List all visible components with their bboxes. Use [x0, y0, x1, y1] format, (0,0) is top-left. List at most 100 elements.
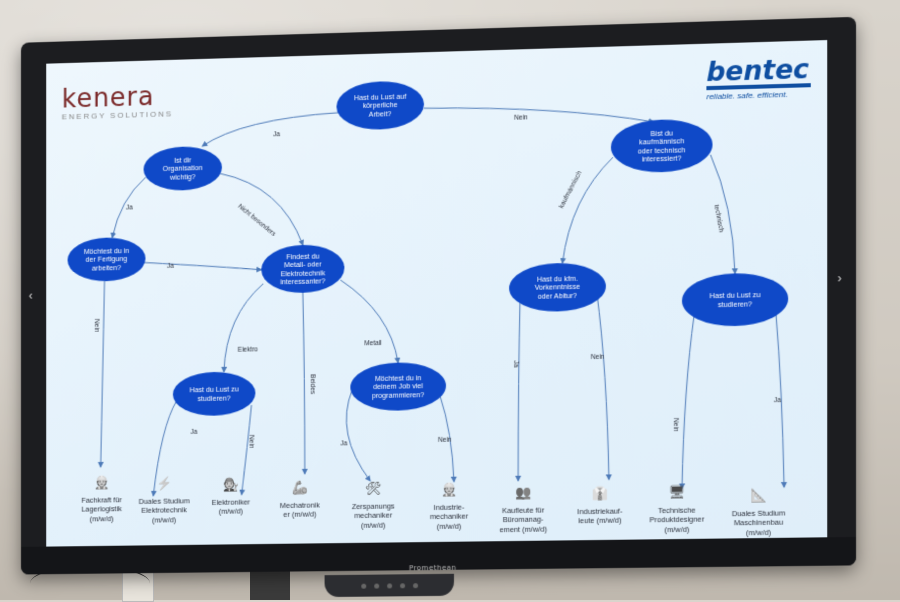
screen: kenera ENERGY SOLUTIONS bentec reliable.… — [46, 40, 827, 547]
question-node: Hast du Lust zustudieren? — [681, 272, 789, 328]
flow-arrow — [340, 279, 398, 364]
question-node: Bist dukaufmännischoder technischinteres… — [610, 118, 713, 174]
flow-arrow — [597, 292, 609, 479]
worker-icon: 👷 — [93, 474, 110, 490]
edge-label: Ja — [126, 204, 133, 211]
control-button[interactable] — [399, 582, 405, 588]
worker-icon: 👷 — [440, 481, 458, 497]
question-ellipse — [67, 236, 146, 282]
question-node: Hast du Lust aufkörperlicheArbeit? — [336, 80, 425, 131]
usb-icon: ⚡ — [156, 475, 173, 491]
flow-arrow — [101, 281, 105, 467]
job-label: Elektroniker (m/w/d) — [211, 497, 251, 517]
edge-label: Ja — [340, 440, 347, 447]
flow-arrow — [424, 102, 654, 128]
question-node: Möchtest du inder Fertigungarbeiten? — [67, 236, 146, 282]
question-text: Hast du kfm.Vorkenntnisseoder Abitur? — [535, 275, 581, 301]
flow-arrow — [144, 260, 262, 273]
job-result: 🦾 Mechatronik er (m/w/d) — [263, 479, 336, 519]
flow-arrow — [562, 157, 613, 263]
job-result: 🛠 Zerspanungs mechaniker (m/w/d) — [336, 480, 410, 530]
flow-arrow — [224, 284, 263, 372]
edge-label: Nein — [248, 435, 255, 449]
edge-label: Beides — [309, 374, 316, 395]
question-ellipse — [509, 262, 606, 313]
edge-label: Metall — [364, 340, 382, 347]
edge-label: Ja — [512, 360, 519, 367]
control-button[interactable] — [386, 582, 392, 588]
question-text: Findest duMetall- oderElektrotechnikinte… — [280, 252, 325, 286]
meeting-icon: 👥 — [515, 484, 532, 500]
robot-arm-icon: 🦾 — [291, 479, 308, 495]
edge-label: Nein — [438, 437, 452, 444]
job-label: Industriekauf- leute (m/w/d) — [577, 506, 623, 526]
businessman-icon: 👔 — [591, 485, 609, 501]
question-node: Hast du kfm.Vorkenntnisseoder Abitur? — [509, 262, 606, 313]
question-text: Hast du Lust zustudieren? — [190, 386, 239, 403]
question-ellipse — [610, 118, 713, 174]
monitor-stand — [250, 568, 290, 600]
question-ellipse — [681, 272, 789, 328]
job-result: 👷 Industrie- mechaniker (m/w/d) — [412, 481, 486, 531]
question-ellipse — [350, 361, 446, 412]
edge-label: Ja — [774, 397, 782, 404]
monitor-brand: Promethean — [409, 563, 457, 573]
monitor-design-icon: 🖥 — [668, 484, 686, 500]
edge-label: Elektro — [238, 346, 259, 353]
right-chevron-icon[interactable]: › — [837, 271, 842, 286]
edge-label: Nein — [672, 418, 679, 432]
question-text: Bist dukaufmännischoder technischinteres… — [638, 129, 686, 164]
job-label: Mechatronik er (m/w/d) — [279, 500, 320, 520]
question-node: Hast du Lust zustudieren? — [172, 371, 256, 417]
engineer-icon: 🧑‍🔧 — [222, 476, 239, 492]
job-label: Duales Studium Elektrotechnik (m/w/d) — [138, 496, 190, 525]
question-node: Möchtest du indeinem Job vielprogrammier… — [350, 361, 446, 412]
job-label: Fachkraft für Lagerlogistik (m/w/d) — [81, 495, 122, 523]
job-label: Industrie- mechaniker (m/w/d) — [429, 502, 469, 531]
flow-arrow — [220, 171, 303, 247]
job-label: Technische Produktdesigner (m/w/d) — [649, 505, 705, 534]
job-result: 👷 Fachkraft für Lagerlogistik (m/w/d) — [66, 474, 138, 523]
left-chevron-icon[interactable]: ‹ — [28, 288, 33, 303]
edge-label: Nein — [591, 354, 605, 361]
control-button[interactable] — [412, 582, 418, 588]
job-result: 👔 Industriekauf- leute (m/w/d) — [562, 485, 637, 526]
edge-label: Ja — [167, 263, 174, 270]
question-ellipse — [143, 145, 222, 192]
question-text: Hast du Lust zustudieren? — [710, 291, 761, 309]
question-node: Findest duMetall- oderElektrotechnikinte… — [261, 244, 345, 294]
job-label: Zerspanungs mechaniker (m/w/d) — [351, 501, 395, 530]
question-ellipse — [261, 244, 345, 294]
job-label: Duales Studium Maschinenbau (m/w/d) — [731, 508, 786, 537]
control-button[interactable] — [360, 583, 366, 589]
question-text: Hast du Lust aufkörperlicheArbeit? — [354, 93, 406, 119]
job-result: 👥 Kaufleute für Büromanag- ement (m/w/d) — [486, 484, 560, 534]
question-text: Ist dirOrganisationwichtig? — [163, 156, 203, 182]
edge-label: Ja — [191, 429, 198, 436]
edge-label: Nein — [93, 319, 100, 333]
display-monitor: ‹ › kenera ENERGY SOLUTIONS bentec relia… — [21, 17, 856, 575]
job-result: 🖥 Technische Produktdesigner (m/w/d) — [639, 484, 714, 534]
edge-label: Nicht besonders — [236, 203, 277, 238]
question-ellipse — [172, 371, 256, 417]
monitor-controls[interactable] — [324, 573, 454, 598]
edge-label: Ja — [273, 131, 280, 138]
flow-arrow — [202, 113, 338, 147]
job-result: ⚡ Duales Studium Elektrotechnik (m/w/d) — [128, 475, 200, 524]
job-result: 🧑‍🔧 Elektroniker (m/w/d) — [194, 476, 267, 516]
flow-arrow — [439, 395, 457, 483]
question-node: Ist dirOrganisationwichtig? — [143, 145, 222, 192]
question-text: Möchtest du indeinem Job vielprogrammier… — [372, 374, 425, 400]
question-text: Möchtest du inder Fertigungarbeiten? — [84, 247, 130, 273]
flow-arrow — [303, 293, 305, 474]
blueprint-icon: 📐 — [750, 487, 767, 503]
flow-arrow — [518, 294, 520, 481]
question-ellipse — [336, 80, 425, 131]
job-result: 📐 Duales Studium Maschinenbau (m/w/d) — [721, 487, 797, 537]
job-label: Kaufleute für Büromanag- ement (m/w/d) — [499, 505, 547, 534]
control-button[interactable] — [373, 583, 379, 589]
tools-icon: 🛠 — [364, 480, 382, 496]
edge-label: technisch — [713, 204, 725, 233]
flow-arrow — [682, 315, 694, 489]
